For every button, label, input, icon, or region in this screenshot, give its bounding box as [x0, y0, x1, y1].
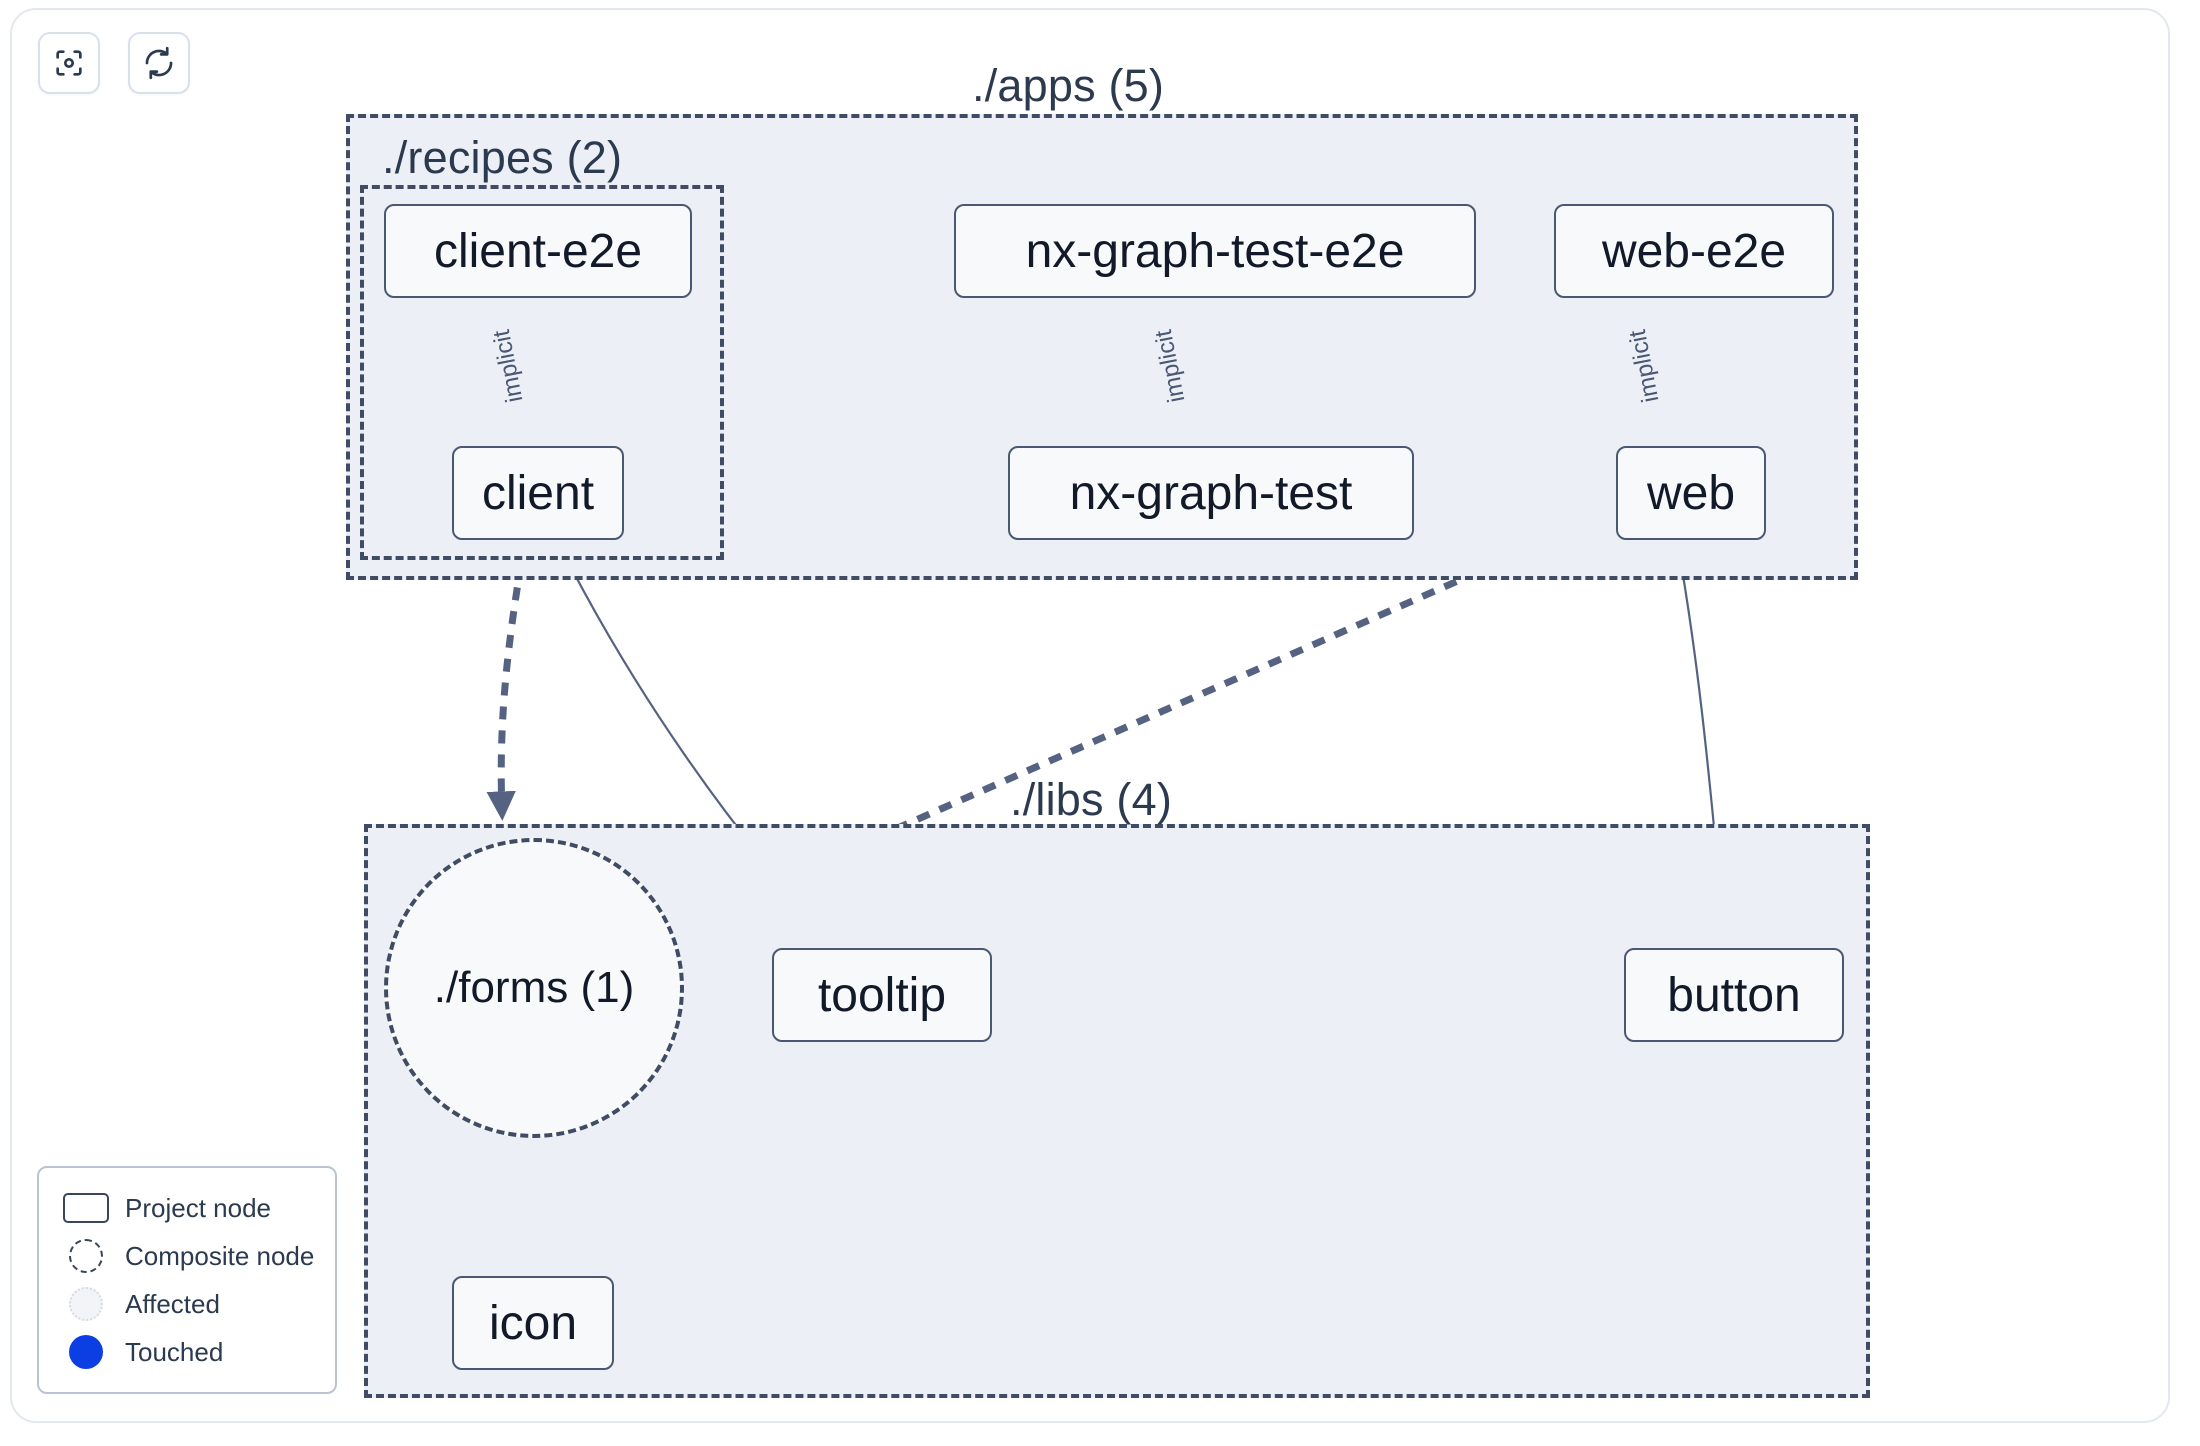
node-nx-graph-test-e2e[interactable]: nx-graph-test-e2e [954, 204, 1476, 298]
node-tooltip[interactable]: tooltip [772, 948, 992, 1042]
project-node-glyph [55, 1193, 117, 1223]
node-forms[interactable]: ./forms (1) [384, 838, 684, 1138]
node-label: tooltip [817, 968, 947, 1022]
node-web-e2e[interactable]: web-e2e [1554, 204, 1834, 298]
node-web[interactable]: web [1616, 446, 1766, 540]
node-label: client-e2e [433, 224, 643, 278]
touched-glyph [55, 1335, 117, 1369]
node-label: client [481, 466, 595, 520]
node-client-e2e[interactable]: client-e2e [384, 204, 692, 298]
node-label: ./forms (1) [433, 963, 635, 1012]
graph-canvas-panel[interactable]: ./apps (5) ./recipes (2) ./libs (4) [10, 8, 2170, 1423]
legend-label: Touched [125, 1336, 224, 1367]
graph-legend: Project node Composite node Affected Tou… [37, 1166, 337, 1394]
node-label: button [1667, 968, 1801, 1022]
refresh-icon [142, 46, 176, 80]
focus-target-button[interactable] [38, 32, 100, 94]
node-nx-graph-test[interactable]: nx-graph-test [1008, 446, 1414, 540]
composite-node-glyph [55, 1239, 117, 1273]
affected-glyph [55, 1287, 117, 1321]
legend-label: Project node [125, 1192, 271, 1223]
legend-item-composite-node: Composite node [55, 1232, 317, 1280]
legend-label: Affected [125, 1288, 220, 1319]
node-client[interactable]: client [452, 446, 624, 540]
edge-client-to-forms [486, 539, 529, 821]
node-label: web [1646, 466, 1736, 520]
group-recipes-label: ./recipes (2) [382, 132, 623, 183]
legend-item-affected: Affected [55, 1280, 317, 1328]
node-label: web-e2e [1601, 224, 1787, 278]
node-label: icon [488, 1296, 578, 1350]
legend-item-project-node: Project node [55, 1184, 317, 1232]
legend-item-touched: Touched [55, 1328, 317, 1376]
node-button[interactable]: button [1624, 948, 1844, 1042]
graph-toolbar [38, 32, 190, 94]
legend-label: Composite node [125, 1240, 315, 1271]
refresh-button[interactable] [128, 32, 190, 94]
node-icon[interactable]: icon [452, 1276, 614, 1370]
focus-target-icon [52, 46, 86, 80]
node-label: nx-graph-test [1069, 466, 1353, 520]
group-apps-label: ./apps (5) [972, 60, 1165, 111]
group-libs-label: ./libs (4) [1010, 774, 1173, 825]
node-label: nx-graph-test-e2e [1025, 224, 1405, 278]
